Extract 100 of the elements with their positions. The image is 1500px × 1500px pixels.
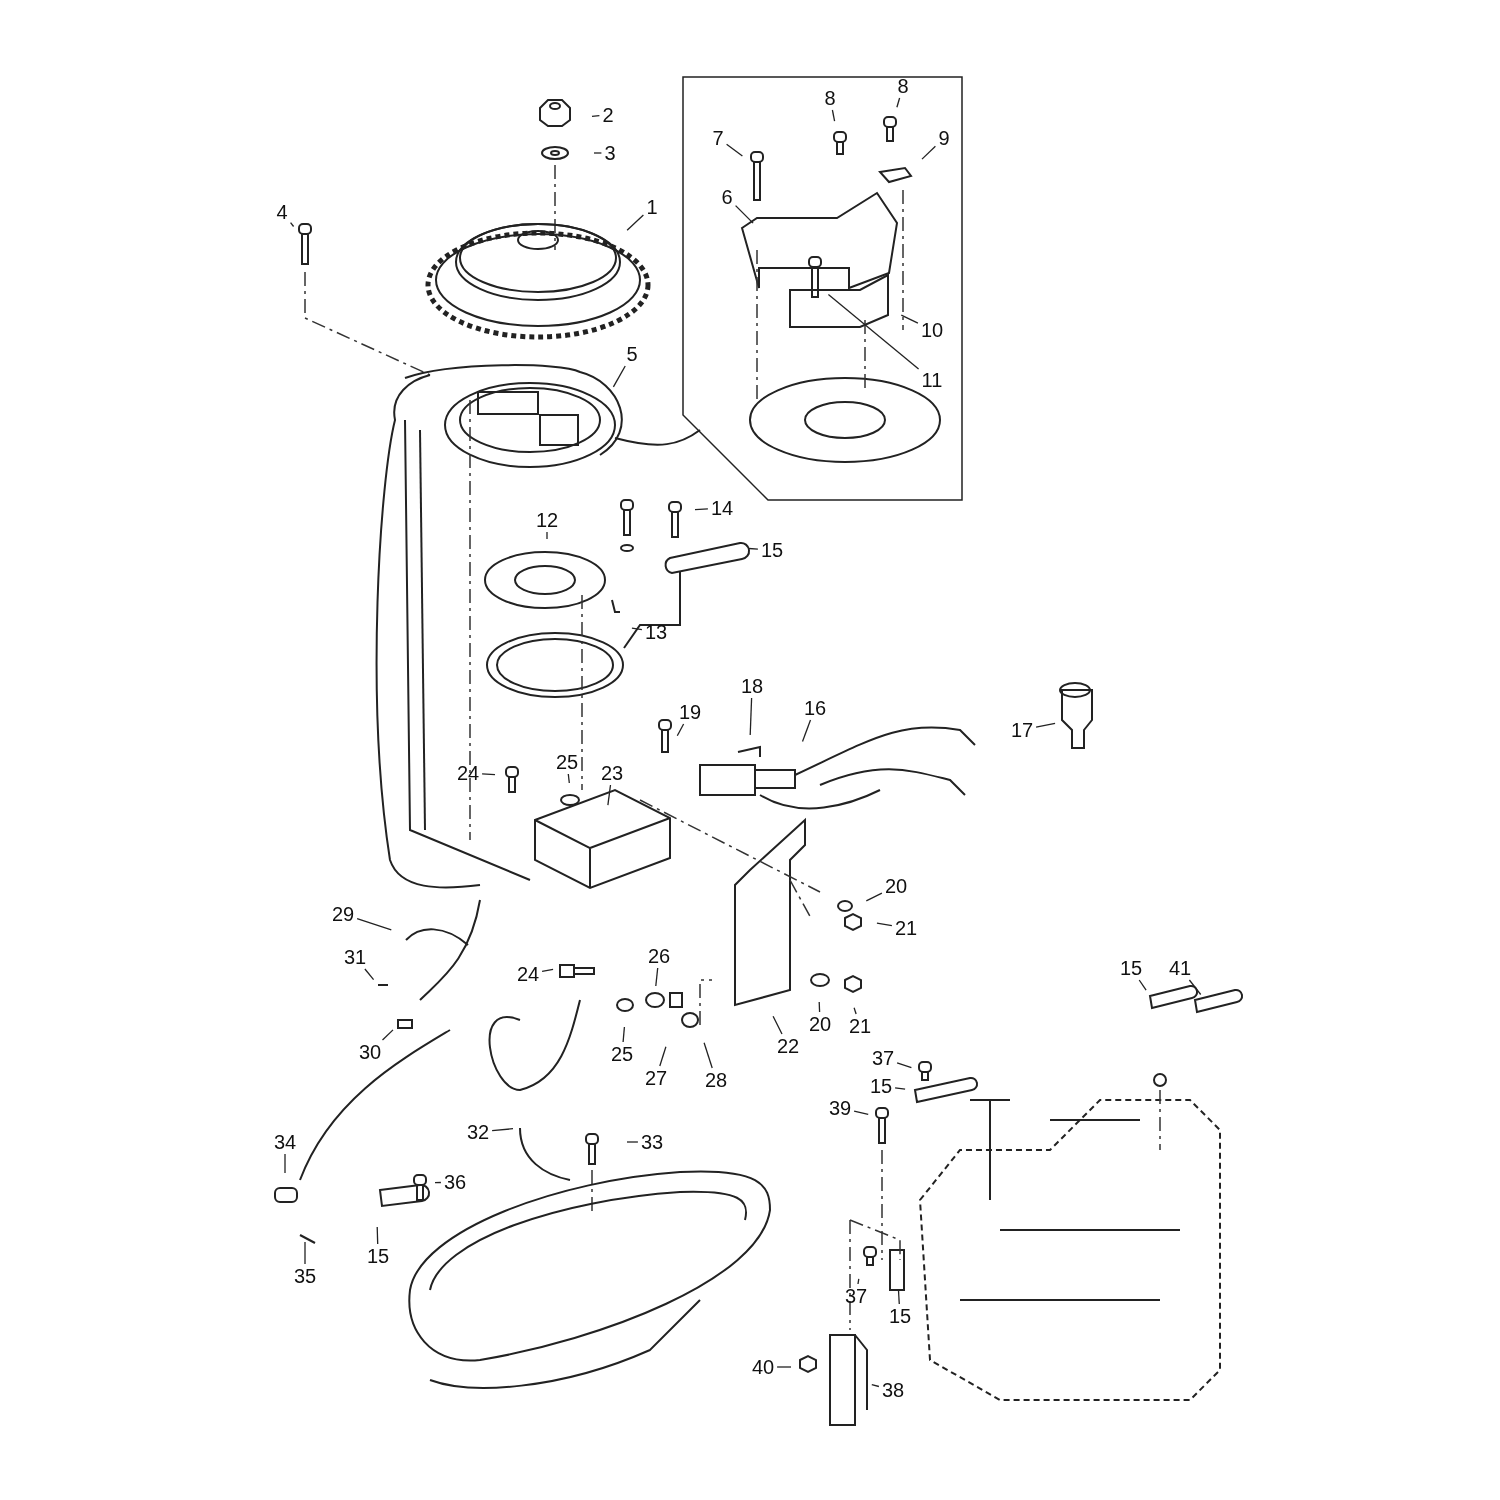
leader-line — [356, 917, 392, 931]
leader-line — [626, 214, 645, 231]
leader-line — [676, 723, 685, 737]
leader-line — [434, 1181, 442, 1184]
leader-line — [896, 1062, 913, 1069]
callout-number: 15 — [759, 539, 785, 561]
callout-number: 41 — [1167, 957, 1193, 979]
leader-line — [818, 1001, 821, 1013]
callout-number: 39 — [827, 1097, 853, 1119]
leader-line — [748, 547, 759, 550]
leader-line — [626, 1141, 639, 1143]
callout-number: 30 — [357, 1041, 383, 1063]
leader-line — [894, 1087, 906, 1090]
leader-line — [725, 143, 744, 157]
leader-line — [776, 1366, 792, 1368]
callout-number: 36 — [442, 1171, 468, 1193]
leader-line — [1138, 979, 1147, 991]
callout-number: 28 — [703, 1069, 729, 1091]
callout-number: 37 — [843, 1285, 869, 1307]
callout-number: 4 — [275, 201, 289, 223]
callout-number: 33 — [639, 1131, 665, 1153]
leader-line — [381, 1029, 394, 1041]
leader-line — [876, 922, 893, 927]
callout-number: 16 — [802, 697, 828, 719]
callout-number: 20 — [807, 1013, 833, 1035]
callout-number: 24 — [455, 762, 481, 784]
leader-line — [607, 784, 612, 806]
leader-line — [546, 531, 548, 540]
callout-number: 5 — [625, 343, 639, 365]
leader-line — [857, 1278, 860, 1285]
leader-line — [376, 1226, 379, 1245]
leader-line — [871, 1384, 880, 1388]
leader-line — [801, 719, 812, 743]
leader-line — [827, 293, 920, 370]
leader-line — [567, 773, 570, 784]
leader-line — [622, 1026, 626, 1043]
callout-number: 14 — [709, 497, 735, 519]
leader-line — [591, 115, 601, 118]
callout-number: 24 — [515, 963, 541, 985]
leader-line — [865, 892, 883, 902]
callout-number: 32 — [465, 1121, 491, 1143]
callout-number: 40 — [750, 1356, 776, 1378]
callout-number: 35 — [292, 1265, 318, 1287]
leader-line — [734, 204, 754, 224]
callout-number: 37 — [870, 1047, 896, 1069]
leader-line — [304, 1241, 306, 1265]
leader-line — [593, 152, 603, 154]
callout-number: 15 — [887, 1305, 913, 1327]
callout-number: 26 — [646, 945, 672, 967]
callout-number: 18 — [739, 675, 765, 697]
callout-number: 31 — [342, 946, 368, 968]
leader-line — [853, 1007, 857, 1015]
callout-number: 20 — [883, 875, 909, 897]
leader-line — [1035, 722, 1056, 728]
leader-line — [831, 109, 836, 122]
leader-line — [541, 968, 554, 973]
callout-number: 8 — [896, 75, 910, 97]
callout-number: 7 — [711, 127, 725, 149]
callout-number: 29 — [330, 903, 356, 925]
callout-number: 12 — [534, 509, 560, 531]
leader-line — [853, 1110, 869, 1116]
callout-number: 3 — [603, 142, 617, 164]
callout-number: 8 — [823, 87, 837, 109]
callout-number: 10 — [919, 319, 945, 341]
leader-line — [897, 1288, 900, 1305]
callout-number: 19 — [677, 701, 703, 723]
leader-line — [1188, 979, 1202, 996]
callout-number: 17 — [1009, 719, 1035, 741]
leader-line — [284, 1153, 286, 1174]
leader-line — [659, 1046, 667, 1067]
leader-line — [896, 97, 901, 108]
callout-number: 2 — [601, 104, 615, 126]
callout-number: 23 — [599, 762, 625, 784]
leader-line — [612, 365, 626, 388]
leader-line — [900, 314, 919, 324]
leader-line — [491, 1128, 514, 1132]
callout-number: 11 — [920, 369, 944, 391]
callout-number: 9 — [937, 127, 951, 149]
leader-line — [364, 968, 375, 981]
callout-number: 27 — [643, 1067, 669, 1089]
callout-number: 15 — [1118, 957, 1144, 979]
callout-number: 25 — [554, 751, 580, 773]
leader-line — [289, 222, 295, 228]
callout-number: 1 — [645, 196, 659, 218]
leader-line — [694, 508, 709, 511]
callout-number: 15 — [365, 1245, 391, 1267]
callout-number: 21 — [847, 1015, 873, 1037]
leader-line — [703, 1042, 713, 1069]
callout-number: 6 — [720, 186, 734, 208]
callout-number: 15 — [868, 1075, 894, 1097]
callout-number: 13 — [643, 621, 669, 643]
callout-number: 22 — [775, 1035, 801, 1057]
leader-line — [655, 967, 659, 987]
callout-number: 21 — [893, 917, 919, 939]
leader-line — [772, 1015, 783, 1035]
leader-line — [631, 627, 643, 631]
leader-line — [921, 145, 937, 160]
callout-number: 38 — [880, 1379, 906, 1401]
callout-number: 34 — [272, 1131, 298, 1153]
leader-line — [749, 697, 753, 736]
